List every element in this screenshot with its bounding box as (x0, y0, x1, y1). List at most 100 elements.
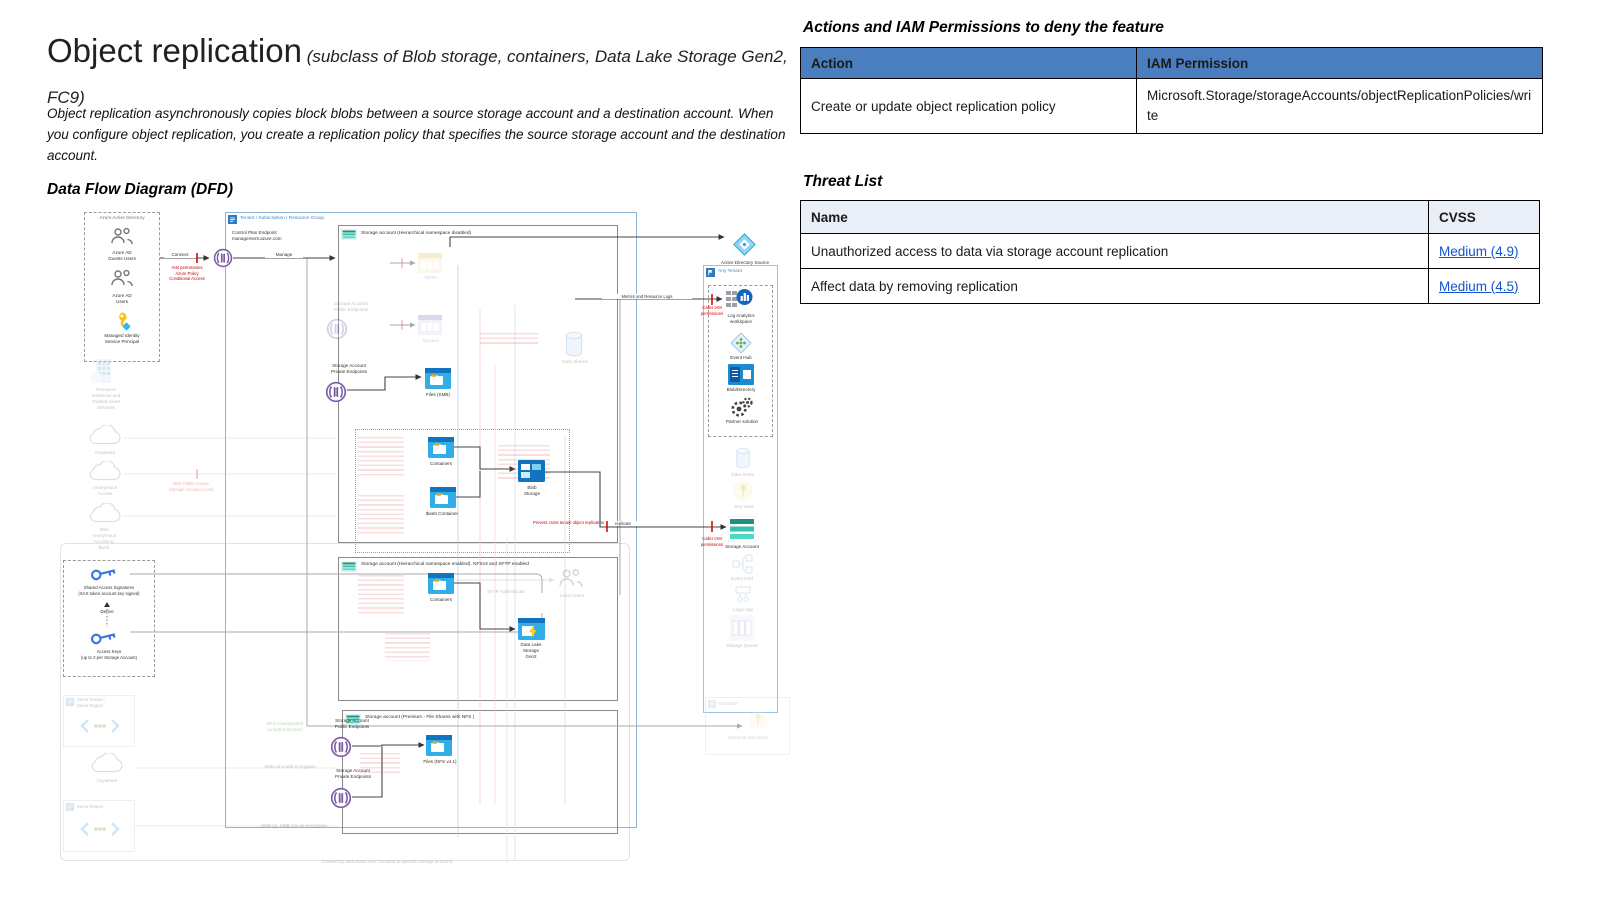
microsoft-key-store-icon (748, 710, 768, 730)
actions-col-permission: IAM Permission (1136, 47, 1543, 79)
files-smb-label: Files (SMB) (426, 392, 450, 397)
same-tenant-region-label: Same Tenant / Same Region (77, 697, 105, 708)
title-subtitle: (subclass of Blob storage, containers, D… (47, 47, 788, 108)
any-tenant-dashed-box (708, 285, 773, 437)
web-container-icon (430, 487, 456, 508)
title-text: Object replication (47, 32, 302, 69)
queues-icon (418, 315, 442, 335)
sa-public-endpoints-label: Storage Account Public Endpoints (333, 301, 369, 312)
storage3-label: Storage account (Premium - File Shares w… (365, 715, 475, 720)
sas-label: Shared Access Signatures (SAS token acco… (78, 585, 140, 596)
diagram-wires (104, 234, 743, 863)
event-grid-icon (732, 554, 754, 574)
created-by-caption: Created by authorized user (Scoped to sp… (321, 859, 453, 864)
actions-col-action: Action (800, 47, 1137, 79)
destination-storage-account-icon (728, 516, 756, 542)
containers-label: Containers (429, 597, 453, 602)
code-brackets-icon (80, 820, 120, 838)
tenant-region-icon (66, 698, 74, 706)
users-icon (110, 227, 134, 247)
data-share-icon (734, 447, 752, 469)
access-keys-label: Access Keys (up to 2 per Storage Account… (80, 649, 138, 660)
key-vault-label: Key Vault (734, 504, 754, 509)
log-analytics-label: Log Analytics workspace (727, 313, 755, 324)
prevent-replication-annotation: Prevent cross tenant object replication (533, 520, 604, 525)
data-share-label: Data Share (731, 472, 755, 477)
users-icon (110, 269, 134, 289)
permission-cell: Microsoft.Storage/storageAccounts/object… (1136, 78, 1543, 134)
threat-name: Affect data by removing replication (800, 268, 1429, 304)
faded-annotation (358, 437, 404, 477)
caller-iam-annotation: Caller IAM permissions (700, 305, 724, 316)
data-lake-gen2-label: Data Lake Storage Gen2 (520, 642, 542, 659)
faded-outer-group (60, 543, 630, 861)
resource-instances-icon (88, 357, 118, 385)
local-users-icon (558, 568, 584, 590)
public-endpoint-icon (326, 318, 348, 340)
storage2-label: Storage account (Hierarchical namespace … (361, 562, 529, 567)
aad-group-label: Azure Active Directory (99, 215, 145, 220)
feature-description: Object replication asynchronously copies… (47, 106, 786, 163)
smb-encryption-label: SMB v3.x with encryption (264, 764, 316, 769)
data-lake-gen2-icon (518, 618, 545, 640)
nfs-downgraded-label: NFS Downgraded (unauthenticated) (266, 721, 304, 732)
table-row: Create or update object replication poli… (800, 78, 1543, 134)
storage-account-icon (341, 561, 357, 572)
connect-edge-label: Connect (164, 252, 196, 258)
storage2-box (338, 557, 618, 701)
threat-name: Unauthorized access to data via storage … (800, 233, 1429, 269)
files-nfs-label: Files (NFS v4.1) (423, 759, 457, 764)
partner-solution-label: Partner solution (725, 419, 759, 424)
managed-identity-key-icon (112, 311, 132, 331)
tenant-group-label: Tenant / Subscription / Resource Group (240, 216, 324, 221)
sa-private-endpoints-label: Storage Account Private Endpoints (334, 768, 371, 779)
tables-label: Tables (424, 275, 438, 280)
cvss-link[interactable]: Medium (4.5) (1439, 278, 1519, 294)
web-anonymous-label: Web Anonymous Access to $web (91, 527, 117, 550)
replicate-edge-label: replicate (608, 521, 638, 527)
managed-identity-label: Managed Identity Service Principal (104, 333, 140, 344)
table-row: Affect data by removing replication Medi… (800, 268, 1540, 304)
iam-permissions-annotation: IAM permissions Azure Policy Conditional… (169, 265, 205, 282)
azure-ad-guests-label: Azure AD Guests Users (108, 250, 136, 261)
containers-dotted-box (355, 429, 570, 553)
storage-account-icon (341, 229, 357, 240)
event-grid-label: Event Grid (731, 576, 753, 581)
event-hub-label: Event Hub (730, 355, 752, 360)
tables-icon (418, 253, 442, 273)
same-tenant-region-box (63, 695, 135, 747)
control-plane-endpoint-icon (213, 248, 233, 268)
blob-directory-label: Blob/Directory (726, 387, 756, 392)
data-flow-diagram: Azure Active Directory Azure AD Guests U… (60, 205, 790, 873)
faded-annotation (360, 753, 400, 773)
threat-col-cvss: CVSS (1428, 200, 1540, 234)
partner-solution-gears-icon (730, 396, 754, 418)
dfd-heading: Data Flow Diagram (DFD) (47, 181, 234, 198)
web-container-label: $web Container (425, 511, 459, 516)
key-vault-icon (732, 480, 754, 502)
destination-storage-account-label: Storage Account (725, 544, 759, 549)
anonymous-access-cloud-icon (86, 461, 122, 483)
sftp-authenticate-label: SFTP Authenticate (486, 589, 526, 594)
faded-annotation (358, 575, 404, 615)
same-region-box (63, 800, 135, 852)
threat-table: Name CVSS Unauthorized access to data vi… (800, 200, 1540, 304)
table-row: Unauthorized access to data via storage … (800, 233, 1540, 269)
region-icon (66, 803, 74, 811)
actions-heading: Actions and IAM Permissions to deny the … (803, 19, 1164, 36)
blob-directory-icon (728, 364, 754, 385)
web-anonymous-cloud-icon (86, 503, 122, 525)
sas-keys-box (63, 560, 155, 677)
control-plane-label: Control Plan Endpoint management.azure.c… (232, 230, 282, 241)
action-cell: Create or update object replication poli… (800, 78, 1137, 134)
log-analytics-icon (726, 287, 753, 311)
azure-ad-users-label: Azure AD Users (112, 293, 132, 304)
blob-storage-icon (518, 460, 545, 482)
microsoft-label: Microsoft (719, 701, 738, 706)
anywhere-cloud-icon (88, 753, 124, 775)
private-endpoint-icon (330, 787, 352, 809)
resource-instances-label: Resource Instances and Trusted Azure Ser… (91, 387, 121, 410)
anywhere-cloud-icon (86, 425, 122, 447)
storage-account-icon (345, 714, 361, 725)
cvss-link[interactable]: Medium (4.9) (1439, 243, 1519, 259)
